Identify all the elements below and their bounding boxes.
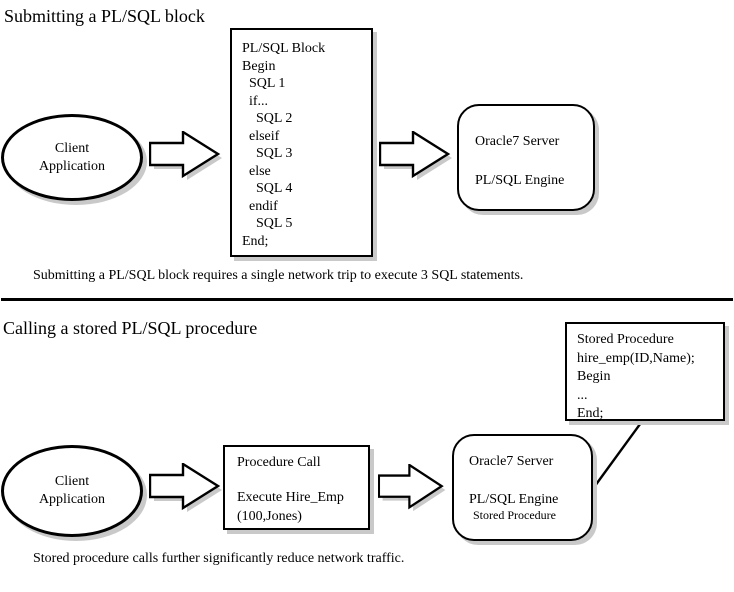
- caption-submitting: Submitting a PL/SQL block requires a sin…: [33, 268, 524, 283]
- client-label-line1: Client: [54, 474, 90, 489]
- plsql-engine-label: PL/SQL Engine: [469, 492, 559, 507]
- block-arrow-right-icon: [149, 463, 222, 512]
- plsql-line: End;: [242, 233, 269, 249]
- block-arrow-right-icon: [149, 131, 222, 180]
- plsql-line: Begin: [242, 58, 276, 74]
- client-application-ellipse-top: Client Application: [1, 114, 143, 201]
- procedure-call-line2: (100,Jones): [237, 509, 302, 524]
- connector-line: [591, 419, 644, 491]
- blank-line: [237, 471, 368, 488]
- client-application-ellipse-bottom: Client Application: [1, 445, 143, 537]
- client-label-line2: Application: [38, 158, 106, 174]
- plsql-line: endif: [242, 198, 278, 214]
- procedure-call-title: Procedure Call: [237, 455, 321, 470]
- plsql-line: SQL 5: [242, 216, 293, 231]
- stored-proc-line: ...: [577, 387, 588, 403]
- plsql-block-box: PL/SQL Block Begin SQL 1 if... SQL 2 els…: [230, 28, 373, 257]
- oracle-server-label: Oracle7 Server: [469, 454, 554, 469]
- stored-proc-line: End;: [577, 406, 604, 421]
- section-divider: [1, 298, 733, 301]
- client-label-line2: Application: [38, 492, 106, 507]
- oracle-server-box-bottom: Oracle7 Server PL/SQL Engine Stored Proc…: [452, 434, 593, 541]
- plsql-line: else: [242, 163, 271, 179]
- caption-calling: Stored procedure calls further significa…: [33, 551, 405, 566]
- plsql-line: SQL 4: [242, 181, 293, 196]
- oracle-server-box-top: Oracle7 Server PL/SQL Engine: [457, 104, 595, 211]
- stored-proc-line: Stored Procedure: [577, 332, 674, 347]
- plsql-line: SQL 3: [242, 146, 293, 161]
- client-label-line1: Client: [54, 140, 90, 156]
- block-arrow-right-icon: [379, 131, 452, 180]
- plsql-line: elseif: [242, 128, 280, 144]
- stored-procedure-box: Stored Procedure hire_emp(ID,Name); Begi…: [565, 322, 725, 421]
- procedure-call-box: Procedure Call Execute Hire_Emp (100,Jon…: [223, 445, 370, 530]
- procedure-call-line1: Execute Hire_Emp: [237, 490, 344, 505]
- stored-proc-line: Begin: [577, 369, 611, 384]
- section-title-calling: Calling a stored PL/SQL procedure: [3, 318, 258, 338]
- stored-proc-line: hire_emp(ID,Name);: [577, 350, 695, 366]
- block-arrow-right-icon: [378, 464, 446, 512]
- plsql-line: SQL 1: [242, 76, 286, 91]
- plsql-line: PL/SQL Block: [242, 41, 326, 56]
- section-title-submitting: Submitting a PL/SQL block: [4, 6, 205, 26]
- stored-procedure-label: Stored Procedure: [473, 508, 556, 522]
- plsql-engine-label: PL/SQL Engine: [475, 173, 565, 188]
- plsql-line: if...: [242, 93, 269, 109]
- plsql-line: SQL 2: [242, 111, 293, 126]
- oracle-server-label: Oracle7 Server: [475, 134, 560, 149]
